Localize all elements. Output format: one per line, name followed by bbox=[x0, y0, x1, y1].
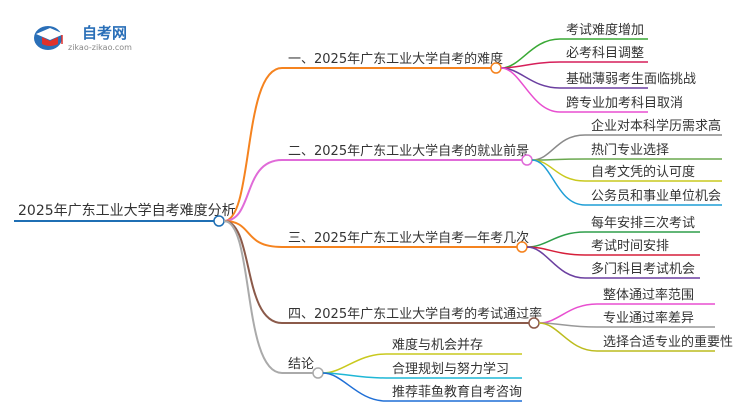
leaf-connector bbox=[500, 67, 561, 113]
leaf-connector bbox=[322, 372, 387, 402]
root-label: 2025年广东工业大学自考难度分析 bbox=[18, 203, 236, 219]
logo-url: zikao-zikao.com bbox=[68, 43, 132, 52]
branch-node bbox=[516, 241, 528, 253]
leaf-node[interactable]: 基础薄弱考生面临挑战 bbox=[500, 67, 696, 89]
branch-label: 三、2025年广东工业大学自考一年考几次 bbox=[288, 230, 529, 246]
leaf-label: 考试时间安排 bbox=[591, 239, 669, 254]
leaf-node[interactable]: 每年安排三次考试 bbox=[526, 215, 700, 248]
leaf-label: 合理规划与努力学习 bbox=[392, 361, 509, 377]
leaf-node[interactable]: 多门科目考试机会 bbox=[526, 246, 700, 279]
leaf-node[interactable]: 专业通过率差异 bbox=[538, 310, 715, 328]
branch-1[interactable]: 一、2025年广东工业大学自考的难度 考试难度增加必考科目调整基础薄弱考生面临挑战… bbox=[223, 22, 696, 222]
leaf-label: 选择合适专业的重要性 bbox=[603, 334, 733, 350]
leaf-node[interactable]: 推荐菲鱼教育自考咨询 bbox=[322, 372, 522, 402]
branch-connector bbox=[223, 159, 283, 222]
leaf-node[interactable]: 公务员和事业单位机会 bbox=[531, 159, 722, 206]
leaf-label: 热门专业选择 bbox=[591, 143, 669, 158]
leaf-label: 推荐菲鱼教育自考咨询 bbox=[392, 384, 522, 400]
branch-connector bbox=[223, 220, 283, 374]
leaf-label: 难度与机会并存 bbox=[392, 337, 483, 353]
branch-connector bbox=[223, 220, 283, 248]
leaf-label: 整体通过率范围 bbox=[603, 287, 694, 303]
branch-node bbox=[312, 367, 324, 379]
leaf-label: 专业通过率差异 bbox=[603, 310, 694, 326]
leaf-node[interactable]: 热门专业选择 bbox=[531, 143, 722, 161]
leaf-label: 跨专业加考科目取消 bbox=[566, 96, 683, 111]
leaf-node[interactable]: 考试时间安排 bbox=[526, 239, 700, 256]
leaf-node[interactable]: 合理规划与努力学习 bbox=[322, 361, 522, 379]
branch-node bbox=[528, 317, 540, 329]
leaf-node[interactable]: 选择合适专业的重要性 bbox=[538, 322, 733, 352]
leaf-node[interactable]: 必考科目调整 bbox=[500, 46, 648, 69]
leaf-connector bbox=[322, 353, 387, 374]
leaf-connector bbox=[538, 322, 598, 352]
leaf-connector bbox=[500, 38, 561, 69]
leaf-connector bbox=[531, 159, 586, 206]
branch-connector bbox=[223, 67, 283, 222]
leaf-connector bbox=[526, 231, 586, 248]
leaf-connector bbox=[500, 61, 561, 69]
root-node[interactable]: 2025年广东工业大学自考难度分析 bbox=[14, 203, 236, 227]
branch-label: 四、2025年广东工业大学自考的考试通过率 bbox=[288, 306, 542, 322]
leaf-label: 基础薄弱考生面临挑战 bbox=[566, 72, 696, 87]
branch-3[interactable]: 三、2025年广东工业大学自考一年考几次 每年安排三次考试考试时间安排多门科目考试… bbox=[223, 215, 700, 279]
leaf-label: 考试难度增加 bbox=[566, 22, 644, 38]
branch-layer: 一、2025年广东工业大学自考的难度 考试难度增加必考科目调整基础薄弱考生面临挑战… bbox=[223, 22, 733, 402]
leaf-node[interactable]: 考试难度增加 bbox=[500, 22, 648, 69]
branch-4[interactable]: 四、2025年广东工业大学自考的考试通过率 整体通过率范围专业通过率差异选择合适专… bbox=[223, 220, 733, 352]
root-connector bbox=[213, 215, 225, 227]
leaf-connector bbox=[531, 134, 586, 161]
logo-name: 自考网 bbox=[82, 24, 127, 42]
site-logo[interactable]: 自考网 zikao-zikao.com bbox=[34, 24, 132, 52]
branch-label: 二、2025年广东工业大学自考的就业前景 bbox=[288, 143, 529, 159]
leaf-node[interactable]: 跨专业加考科目取消 bbox=[500, 67, 683, 113]
branch-2[interactable]: 二、2025年广东工业大学自考的就业前景 企业对本科学历需求高热门专业选择自考文凭… bbox=[223, 118, 722, 222]
leaf-node[interactable]: 自考文凭的认可度 bbox=[531, 159, 722, 182]
leaf-connector bbox=[526, 246, 586, 279]
branch-connector bbox=[223, 220, 283, 324]
branch-label: 结论 bbox=[288, 357, 314, 372]
leaf-label: 多门科目考试机会 bbox=[591, 261, 695, 277]
leaf-label: 公务员和事业单位机会 bbox=[591, 188, 721, 204]
leaf-label: 企业对本科学历需求高 bbox=[591, 118, 721, 134]
leaf-label: 必考科目调整 bbox=[566, 46, 644, 61]
leaf-connector bbox=[526, 246, 586, 256]
branch-label: 一、2025年广东工业大学自考的难度 bbox=[288, 51, 503, 67]
graduation-cap-icon bbox=[34, 26, 64, 50]
leaf-label: 自考文凭的认可度 bbox=[591, 164, 695, 180]
branch-node bbox=[521, 154, 533, 166]
leaf-label: 每年安排三次考试 bbox=[591, 215, 695, 231]
leaf-connector bbox=[538, 303, 598, 324]
branch-node bbox=[490, 62, 502, 74]
